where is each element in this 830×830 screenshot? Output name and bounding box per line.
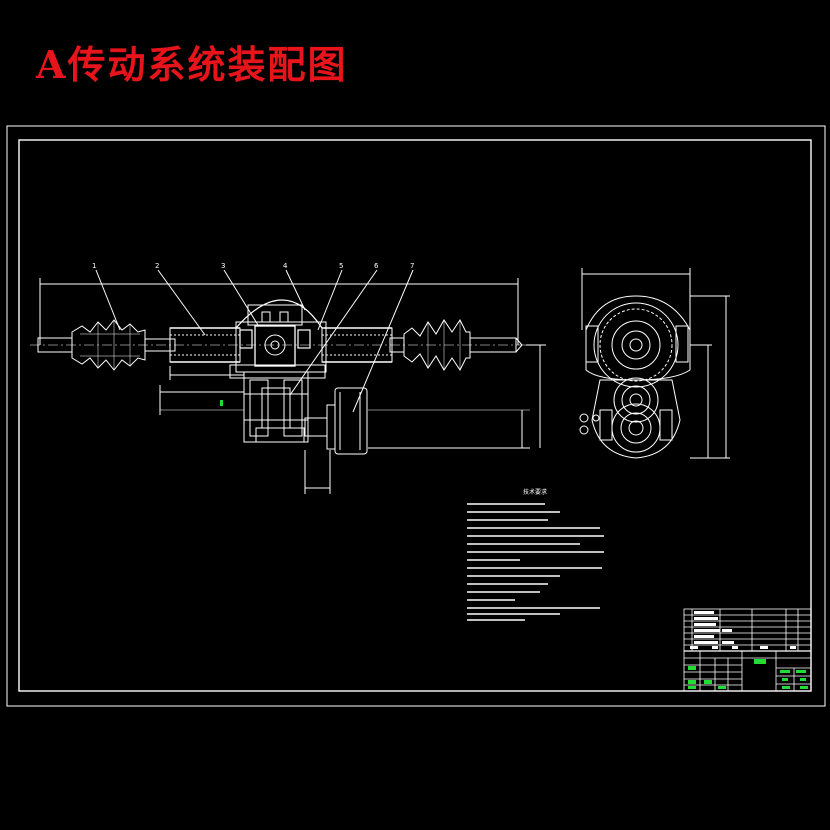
- title-block-highlights: [688, 659, 808, 689]
- balloon-label: 2: [155, 262, 159, 270]
- notes-title: 技术要求: [523, 488, 547, 496]
- green-dimension-marker: [220, 400, 223, 406]
- balloon-label: 1: [92, 262, 96, 270]
- balloon-label: 4: [283, 262, 288, 270]
- balloon-label: 6: [374, 262, 379, 270]
- drawing-title: A传动系统装配图: [36, 42, 348, 87]
- balloon-label: 7: [410, 262, 414, 270]
- part-balloons: 1 2 3 4 5 6 7: [92, 262, 414, 270]
- main-view: [30, 269, 546, 494]
- inner-border: [18, 139, 812, 692]
- title-block: [683, 608, 812, 692]
- balloon-label: 5: [339, 262, 343, 270]
- title-block-fills: [690, 611, 796, 649]
- technical-notes: 技术要求: [467, 488, 604, 621]
- balloon-label: 3: [221, 262, 225, 270]
- outer-border: [6, 125, 826, 707]
- side-view: [579, 268, 730, 459]
